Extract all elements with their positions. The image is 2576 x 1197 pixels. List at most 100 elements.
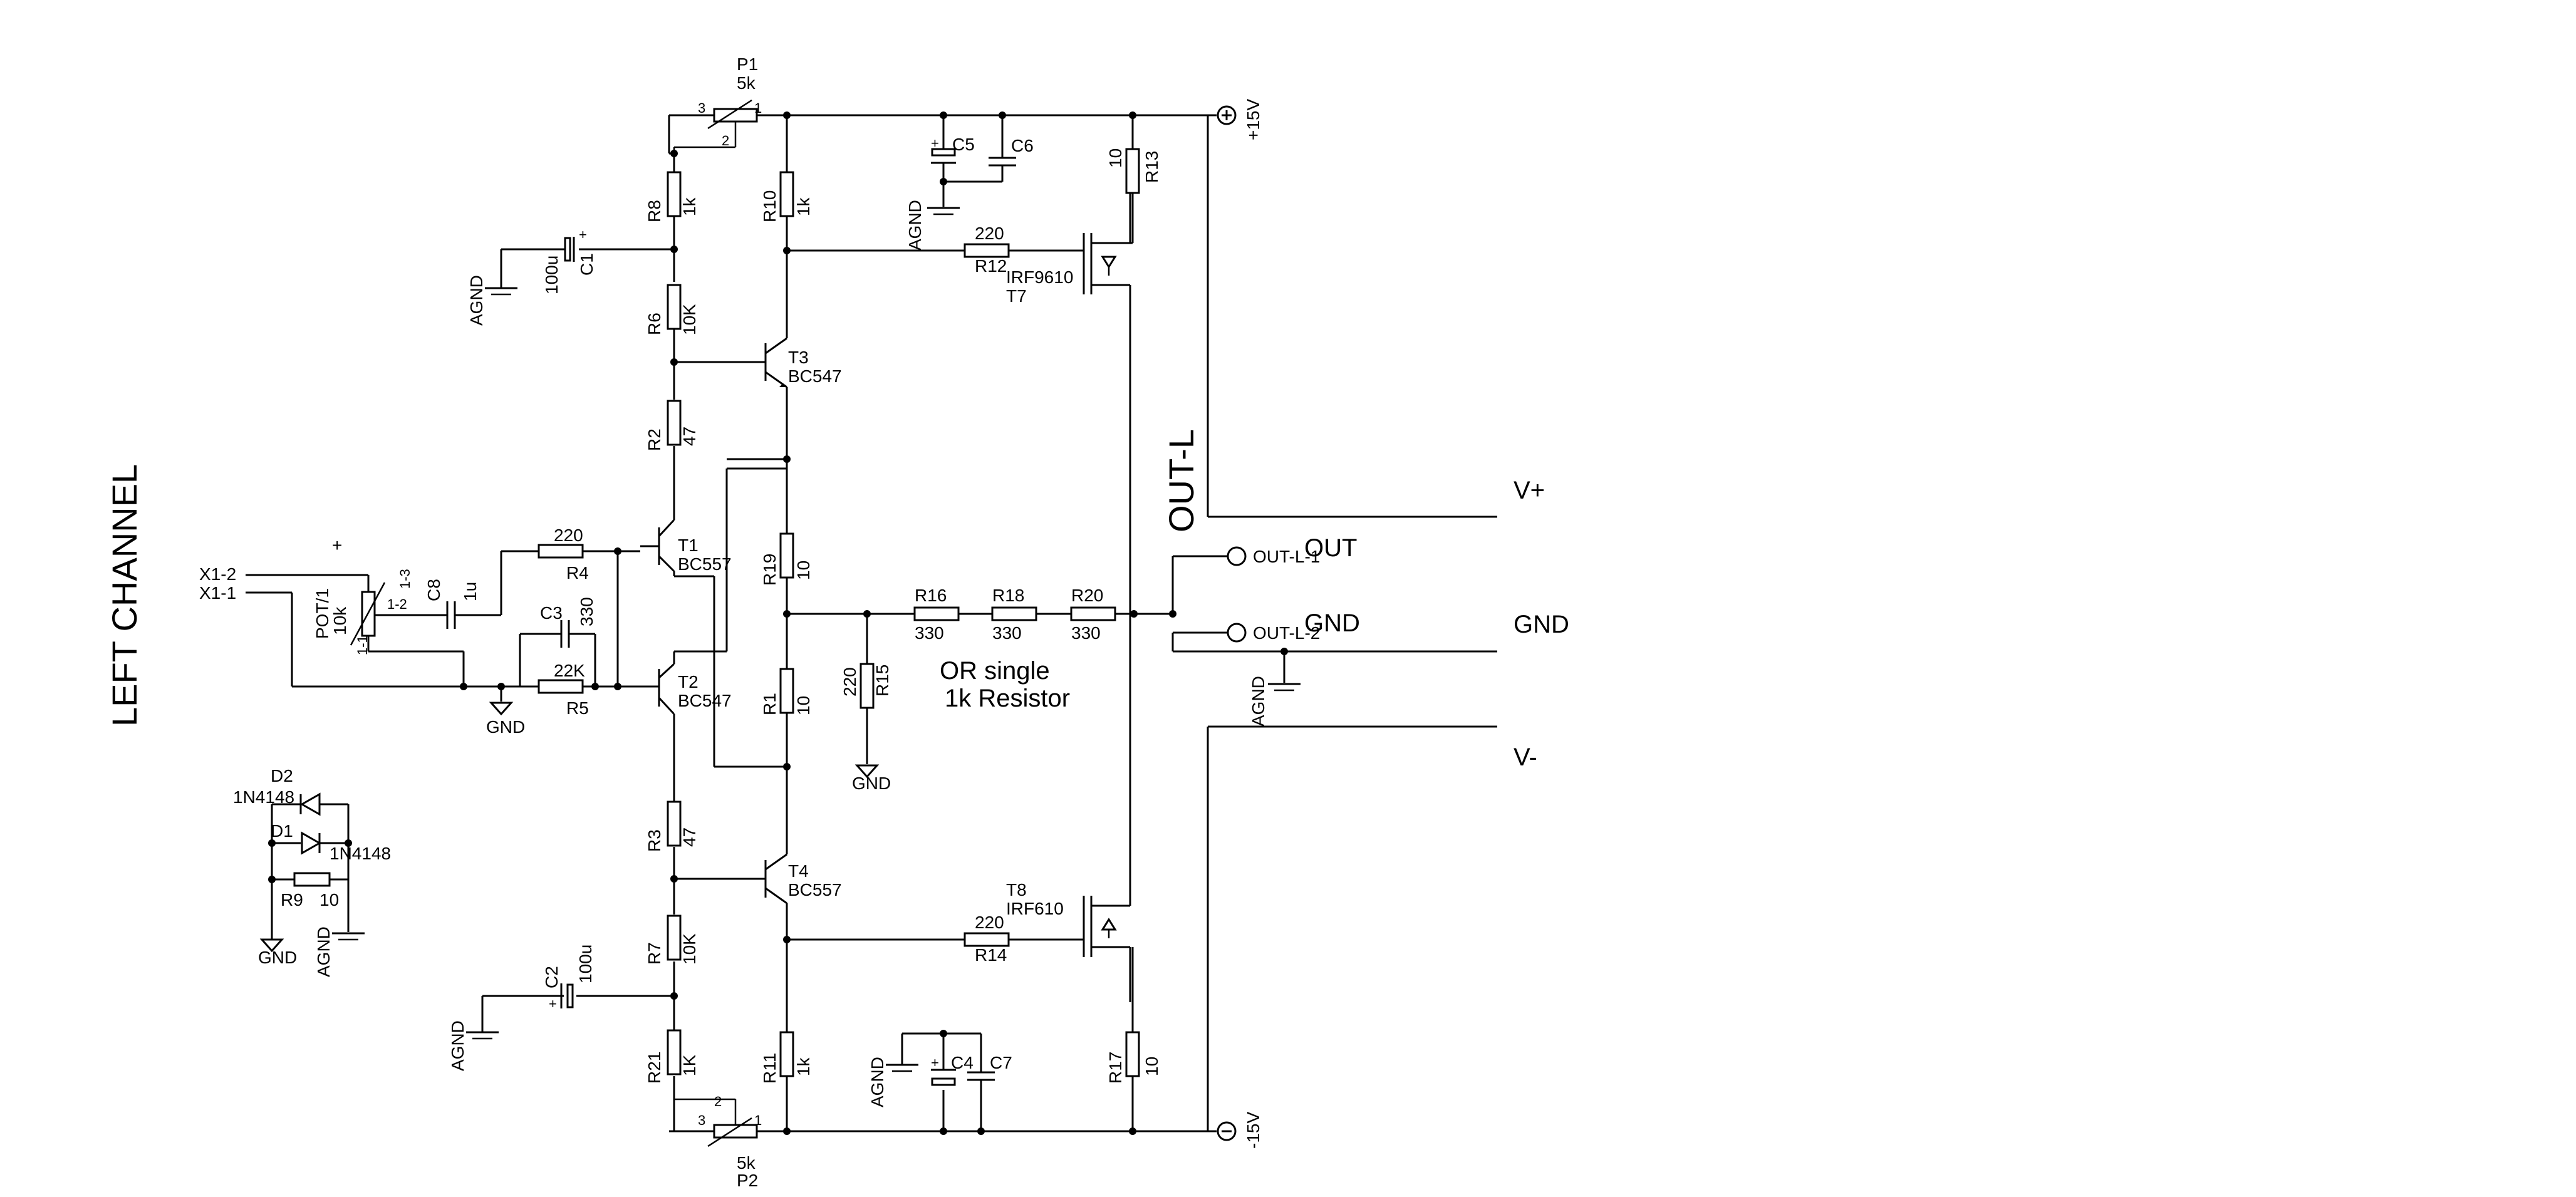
p2-pin2: 2	[714, 1094, 722, 1109]
gnd-r15-label: GND	[852, 774, 891, 793]
agnd-symbol-c5: AGND	[905, 200, 960, 251]
t4-value: BC557	[788, 880, 842, 899]
t3-value: BC547	[788, 366, 842, 386]
d1-value: 1N4148	[330, 844, 391, 863]
negative-rail: -15V	[669, 1112, 1263, 1149]
c7-name: C7	[990, 1053, 1012, 1072]
p1-value: 5k	[737, 73, 756, 93]
gnd-bias-label: GND	[258, 948, 297, 967]
resistor-r5: 22K R5	[464, 661, 640, 718]
d2-name: D2	[271, 766, 293, 785]
capacitor-c7: C7	[967, 1034, 1012, 1131]
p1-pin3: 3	[698, 100, 705, 116]
r1-value: 10	[794, 696, 813, 715]
r7-name: R7	[645, 942, 664, 965]
t1-t2-interconnect	[673, 467, 787, 768]
p2-pin3: 3	[698, 1112, 705, 1128]
r16-name: R16	[915, 586, 947, 605]
t2-name: T2	[678, 672, 699, 692]
r4-value: 220	[554, 526, 583, 545]
resistor-r11: R11 1k	[760, 1031, 813, 1084]
t8-value: IRF610	[1006, 899, 1064, 918]
diode-d2: D2 1N4148	[233, 766, 350, 843]
gnd-symbol-input: GND	[486, 702, 525, 737]
r14-value: 220	[975, 913, 1004, 932]
r2-name: R2	[645, 428, 664, 451]
pot1-pin13: 1-3	[397, 569, 413, 589]
gnd-symbol-r15: GND	[852, 764, 891, 793]
output-pad-out-l-2[interactable]: OUT-L-2	[1227, 623, 1320, 643]
r21-value: 1K	[680, 1054, 699, 1076]
r5-name: R5	[566, 698, 589, 718]
input-connector[interactable]: X1-2 X1-1	[199, 564, 464, 688]
r7-value: 10K	[680, 933, 699, 965]
p1-name: P1	[737, 54, 758, 74]
potentiometer-pot1[interactable]: POT/1 10k 1-3 1-2 1-1	[313, 569, 465, 687]
agnd-symbol-c4: AGND	[868, 1057, 918, 1107]
output-wiring	[1171, 115, 1497, 1131]
r15-name: R15	[873, 665, 892, 697]
transistor-t1: T1 BC557	[640, 519, 732, 574]
t1-name: T1	[678, 536, 699, 555]
r18-name: R18	[992, 586, 1024, 605]
pot1-name: POT/1	[313, 588, 332, 639]
d1-name: D1	[271, 821, 293, 841]
r9-value: 10	[319, 890, 339, 909]
c3-name: C3	[540, 603, 563, 623]
resistor-r15: 220 R15	[840, 614, 892, 764]
diode-d1: D1 1N4148	[271, 821, 391, 863]
out-label: OUT	[1304, 534, 1357, 562]
agnd-symbol-c1: AGND	[467, 275, 517, 326]
output-series-resistors	[787, 606, 1173, 621]
r17-value: 10	[1142, 1057, 1161, 1076]
out-l-2-label: OUT-L-2	[1253, 623, 1320, 643]
p2-pin1: 1	[754, 1112, 762, 1128]
capacitor-c8: C8 1u	[368, 551, 502, 629]
resistor-r21: R21 1K	[645, 1029, 699, 1084]
agnd-out-label: AGND	[1249, 676, 1268, 727]
resistor-r4: 220 R4	[501, 526, 640, 583]
r13-name: R13	[1142, 151, 1161, 183]
gnd-out-label: GND	[1304, 609, 1360, 637]
note-line2: 1k Resistor	[945, 685, 1070, 712]
c5-name: C5	[952, 135, 975, 154]
r15-value: 220	[840, 667, 860, 697]
r8-name: R8	[645, 200, 664, 222]
output-pad-out-l-1[interactable]: OUT-L-1	[1227, 546, 1320, 566]
trimmer-p2: 5k P2 3 1 2	[674, 1094, 762, 1190]
r16-value: 330	[915, 623, 944, 643]
positive-rail: +15V	[669, 99, 1263, 140]
capacitor-c1: + 100u C1	[500, 227, 674, 294]
resistor-r1: R1 10	[760, 668, 813, 715]
r6-value: 10K	[680, 304, 699, 335]
r19-name: R19	[760, 554, 779, 586]
resistor-r12: 220 R12	[787, 224, 1084, 276]
r19-value: 10	[794, 561, 813, 580]
resistor-r3: R3 47	[645, 801, 699, 852]
x11-label: X1-1	[199, 583, 236, 603]
d2-value: 1N4148	[233, 787, 294, 807]
p1-pin1: 1	[754, 100, 762, 116]
gnd-input-label: GND	[486, 717, 525, 737]
resistor-r9: R9 10	[271, 804, 350, 940]
pos-rail-label: +15V	[1244, 99, 1263, 140]
agnd-symbol-bias: AGND	[314, 926, 365, 977]
r6-name: R6	[645, 313, 664, 335]
neg-rail-label: -15V	[1244, 1112, 1263, 1149]
mosfet-t7: IRF9610 T7	[1006, 188, 1131, 614]
p2-value: 5k	[737, 1153, 756, 1173]
c3-value: 330	[577, 597, 596, 626]
capacitor-c6: C6	[989, 115, 1034, 182]
agnd-c4-label: AGND	[868, 1057, 887, 1107]
agnd-c1-label: AGND	[467, 275, 486, 326]
pot1-pin11: 1-1	[355, 635, 370, 655]
out-l-1-label: OUT-L-1	[1253, 547, 1320, 566]
left-channel-title: LEFT CHANNEL	[105, 464, 144, 727]
c8-value: 1u	[460, 582, 480, 601]
r8-value: 1k	[680, 197, 699, 216]
r20-value: 330	[1071, 623, 1101, 643]
t8-name: T8	[1006, 880, 1027, 899]
resistor-r7: R7 10K	[645, 915, 699, 965]
gnd-label: GND	[1514, 611, 1569, 638]
